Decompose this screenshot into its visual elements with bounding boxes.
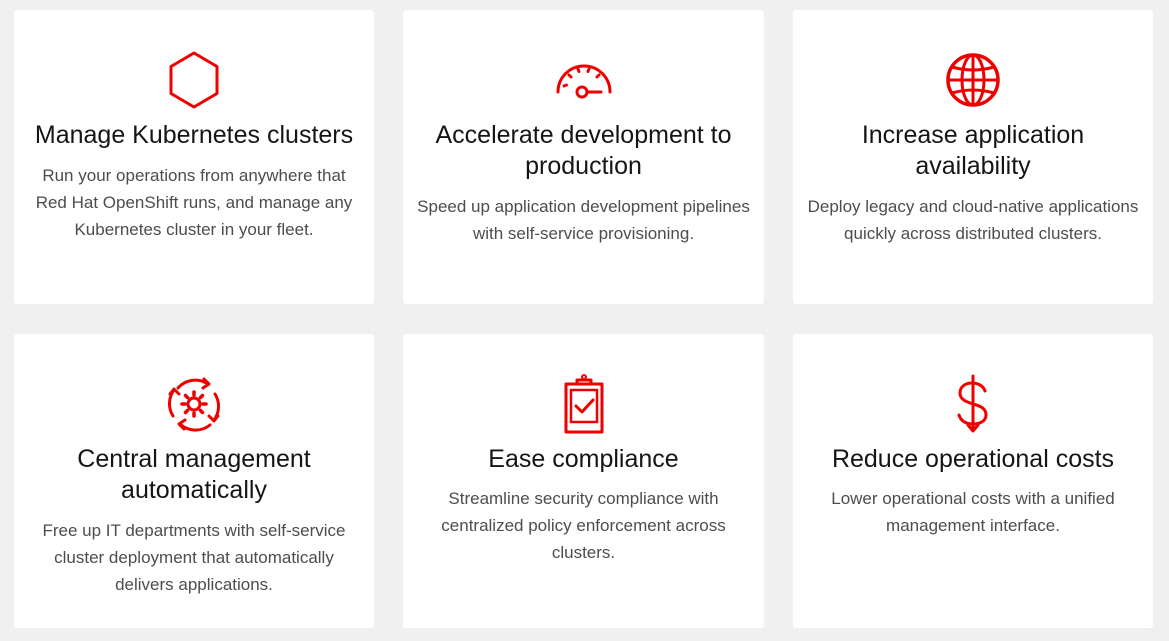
feature-title: Accelerate development to production xyxy=(435,121,732,180)
feature-title: Ease compliance xyxy=(488,445,679,473)
feature-description: Deploy legacy and cloud-native applicati… xyxy=(807,197,1139,243)
feature-title: Central management automatically xyxy=(77,445,311,504)
feature-card-increase-availability: Increase application availability Deploy… xyxy=(793,10,1153,304)
feature-description: Speed up application development pipelin… xyxy=(417,197,750,243)
dollar-icon xyxy=(943,374,1003,434)
feature-card-manage-clusters: Manage Kubernetes clusters Run your oper… xyxy=(14,10,374,304)
globe-icon xyxy=(943,50,1003,110)
feature-title: Increase application availability xyxy=(861,121,1085,180)
feature-description: Lower operational costs with a unified m… xyxy=(831,489,1115,535)
feature-description: Run your operations from anywhere that R… xyxy=(35,166,353,239)
hexagon-icon xyxy=(164,50,224,110)
feature-description: Streamline security compliance with cent… xyxy=(441,489,726,562)
feature-card-ease-compliance: Ease compliance Streamline security comp… xyxy=(403,334,764,628)
feature-title: Reduce operational costs xyxy=(831,445,1115,473)
feature-card-central-management: Central management automatically Free up… xyxy=(14,334,374,628)
feature-description: Free up IT departments with self-service… xyxy=(42,521,346,594)
gear-cycle-icon xyxy=(164,374,224,434)
speedometer-icon xyxy=(554,50,614,110)
feature-card-reduce-costs: Reduce operational costs Lower operation… xyxy=(793,334,1153,628)
feature-title: Manage Kubernetes clusters xyxy=(34,121,354,149)
clipboard-check-icon xyxy=(554,374,614,434)
feature-card-accelerate-development: Accelerate development to production Spe… xyxy=(403,10,764,304)
